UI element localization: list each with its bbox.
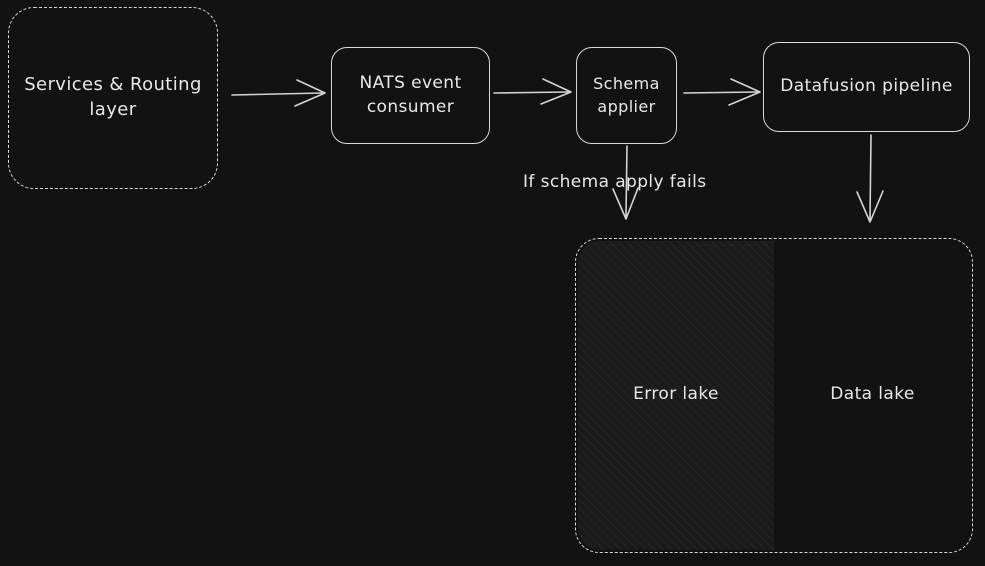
- node-label-datafusion-pipeline: Datafusion pipeline: [780, 76, 953, 97]
- edge-schema-to-datafusion: [683, 78, 761, 106]
- node-schema-applier[interactable]: Schema applier: [576, 47, 677, 144]
- edge-label-schema-apply-fails: If schema apply fails: [523, 172, 707, 192]
- node-label-schema-applier: Schema applier: [593, 74, 660, 116]
- edge-services-to-nats: [231, 79, 326, 107]
- error-lake-text: Error lake: [633, 384, 719, 404]
- node-label-nats-event-consumer: NATS event consumer: [359, 73, 462, 117]
- region-label-data-lake: Data lake: [774, 384, 971, 404]
- node-lake-container[interactable]: [575, 238, 973, 553]
- region-label-error-lake: Error lake: [578, 384, 774, 404]
- node-nats-event-consumer[interactable]: NATS event consumer: [331, 47, 490, 144]
- error-lake-hatch-fill: [578, 241, 774, 550]
- edge-nats-to-schema: [493, 78, 572, 105]
- data-lake-text: Data lake: [830, 384, 915, 404]
- node-label-services-routing-layer: Services & Routing layer: [24, 74, 202, 120]
- node-services-routing-layer[interactable]: Services & Routing layer: [8, 7, 218, 189]
- edge-datafusion-to-data-lake: [856, 134, 884, 223]
- schema-fail-text: If schema apply fails: [523, 172, 707, 192]
- node-datafusion-pipeline[interactable]: Datafusion pipeline: [763, 42, 970, 132]
